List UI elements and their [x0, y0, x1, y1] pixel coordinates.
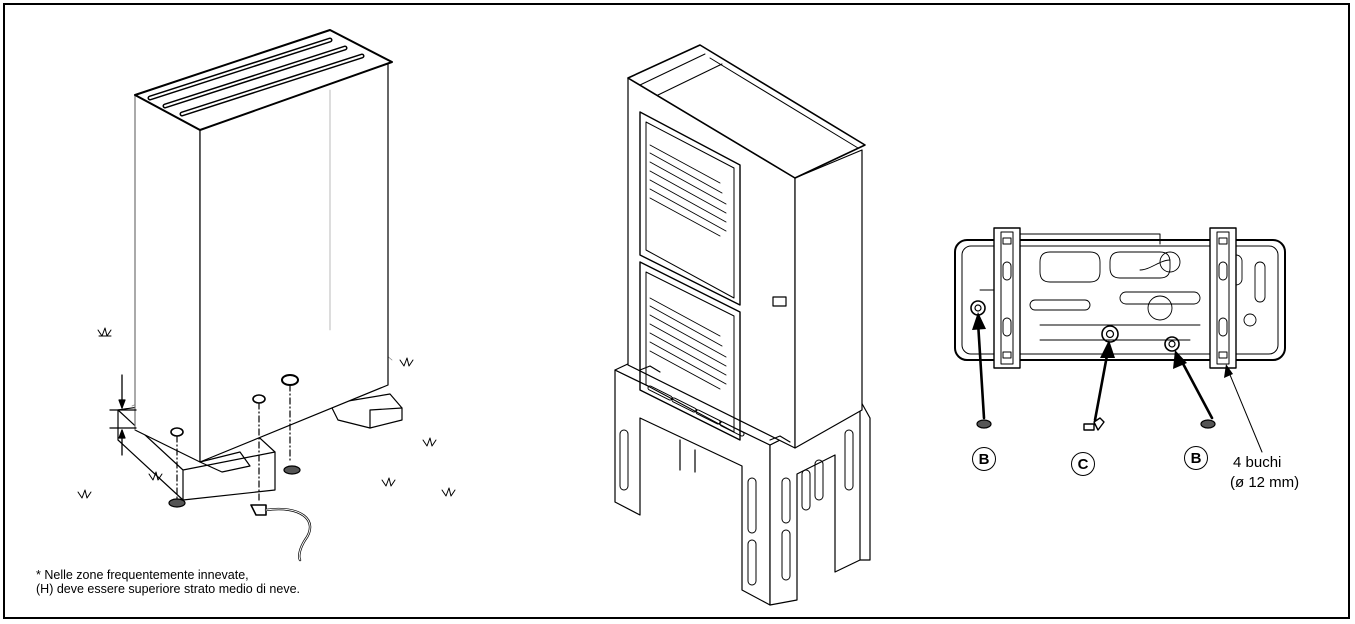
drain-elbow [250, 504, 267, 516]
label-c-center: C [1071, 452, 1095, 476]
holes-label-line1: 4 buchi [1233, 454, 1282, 471]
snow-note: * Nelle zone frequentemente innevate, (H… [36, 568, 300, 596]
snow-note-line1: * Nelle zone frequentemente innevate, [36, 568, 249, 582]
label-b-right: B [1184, 446, 1208, 470]
base-plate-bottom-view [954, 227, 1286, 453]
label-b-left: B [972, 447, 996, 471]
unit-on-beams-drawing [77, 29, 456, 562]
holes-label-line2: (ø 12 mm) [1230, 474, 1300, 491]
drain-elbow-small [1083, 417, 1105, 431]
outdoor-unit-side [794, 149, 863, 449]
rear-beam [329, 393, 403, 429]
rubber-foot-right [1200, 419, 1216, 429]
grass-tufts [77, 327, 456, 499]
stand-side [769, 399, 861, 606]
unit-on-stand-drawing [614, 44, 871, 606]
cabinet-front [134, 94, 201, 463]
outdoor-unit-top [627, 44, 866, 179]
callout-arrows [976, 320, 1214, 422]
snow-note-line2: (H) deve essere superiore strato medio d… [36, 582, 301, 596]
rubber-foot-left [976, 419, 992, 429]
mounting-rails [993, 227, 1237, 369]
